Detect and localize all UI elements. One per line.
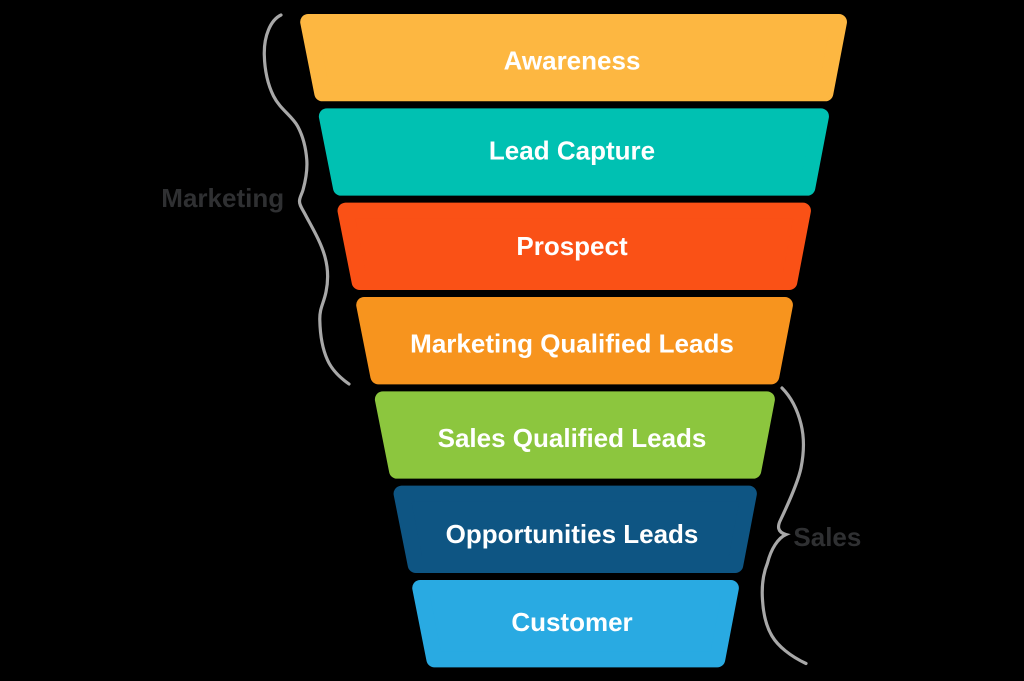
svg-text:Awareness: Awareness — [504, 46, 641, 76]
svg-text:Prospect: Prospect — [516, 231, 628, 261]
svg-text:Sales Qualified Leads: Sales Qualified Leads — [438, 423, 707, 453]
svg-text:Opportunities Leads: Opportunities Leads — [446, 519, 699, 549]
svg-text:Customer: Customer — [511, 607, 632, 637]
svg-text:Sales: Sales — [793, 522, 861, 552]
svg-text:Lead Capture: Lead Capture — [489, 136, 655, 166]
svg-text:Marketing: Marketing — [161, 183, 284, 213]
svg-text:Marketing Qualified Leads: Marketing Qualified Leads — [410, 329, 734, 359]
